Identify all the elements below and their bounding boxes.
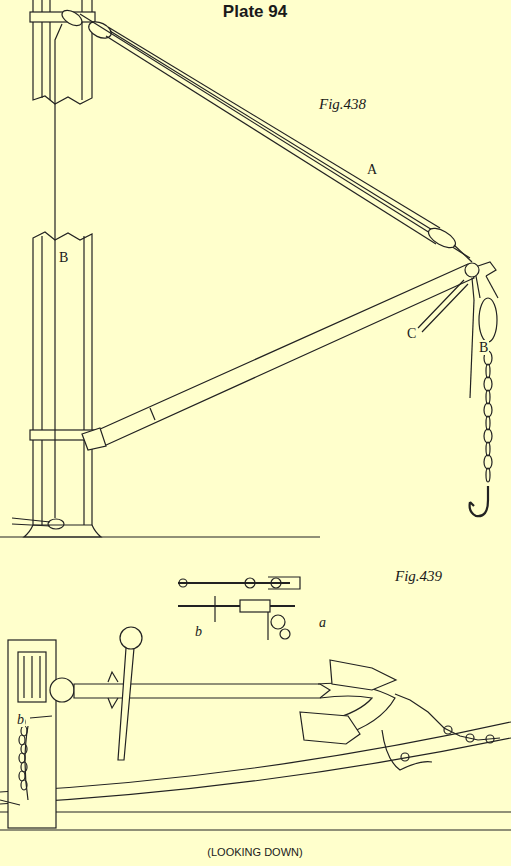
slip-detail (178, 577, 300, 640)
caption: (LOOKING DOWN) (206, 846, 303, 858)
figure-number: Fig.439 (394, 568, 443, 585)
plate-title: Plate 94 (222, 2, 288, 22)
hoisting-tackle (418, 276, 498, 398)
anchor (50, 627, 500, 770)
hook (470, 486, 488, 516)
chain-link (21, 780, 27, 790)
cable-chain (19, 717, 27, 790)
chain-link (486, 442, 490, 456)
chain-link (486, 468, 490, 482)
ship-side (0, 722, 511, 830)
mast (0, 0, 320, 537)
rope-letter: B (58, 250, 69, 265)
derrick-boom (82, 262, 496, 450)
chain-link (486, 416, 490, 430)
chain-link (486, 390, 490, 404)
figure-number: Fig.438 (318, 96, 367, 113)
chain (484, 351, 492, 482)
chain-link (484, 455, 492, 469)
purchase-blocks (12, 7, 472, 529)
detail-letter: b (194, 624, 203, 639)
rope-letter: A (366, 162, 378, 177)
cat-block (0, 640, 56, 828)
chain-link (484, 377, 492, 391)
detail-letter: b (16, 712, 25, 727)
rope-letter: C (406, 326, 417, 341)
rope-letter: B (478, 340, 489, 355)
detail-letter: a (318, 615, 327, 630)
chain-link (484, 429, 492, 443)
chain-link (484, 403, 492, 417)
chain-link (486, 364, 490, 378)
